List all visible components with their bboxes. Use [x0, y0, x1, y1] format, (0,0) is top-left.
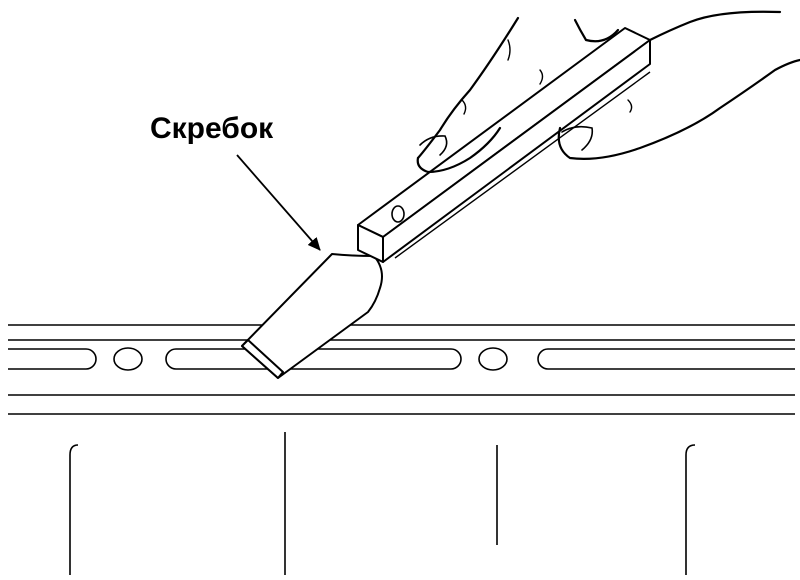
- knuckle-line-4: [627, 99, 633, 113]
- post-1: [69, 444, 79, 575]
- thumb: [416, 126, 502, 174]
- lower-posts: [69, 432, 696, 575]
- hand-outline: [416, 10, 800, 174]
- handle-bevel: [394, 71, 651, 259]
- handle-side-face: [382, 39, 651, 263]
- panel-slots: [8, 347, 795, 371]
- knuckle-line-2: [539, 69, 544, 85]
- thumb-nail: [419, 135, 448, 156]
- blade-body: [241, 253, 383, 379]
- knuckle-line-1: [507, 39, 511, 61]
- handle-top-face: [357, 27, 651, 238]
- slot-right: [537, 348, 795, 370]
- callout-label-scraper: Скребок: [150, 112, 274, 145]
- hole-right: [478, 347, 508, 371]
- hand-top-back: [573, 18, 620, 43]
- blade-edge: [241, 339, 284, 379]
- post-4: [685, 444, 696, 575]
- handle-rivet: [391, 205, 405, 223]
- knuckle-line-3: [461, 99, 467, 115]
- hand-right-contour: [648, 10, 782, 42]
- panel-rails: [8, 324, 795, 415]
- hand-upper-contour: [416, 16, 520, 160]
- scraper-blade: [241, 253, 383, 379]
- finger-nail: [561, 125, 594, 151]
- scraper-handle: [357, 27, 651, 263]
- slot-left: [8, 348, 97, 370]
- finger-under: [557, 58, 800, 160]
- callout-arrow: [236, 154, 321, 251]
- hole-left: [113, 347, 143, 371]
